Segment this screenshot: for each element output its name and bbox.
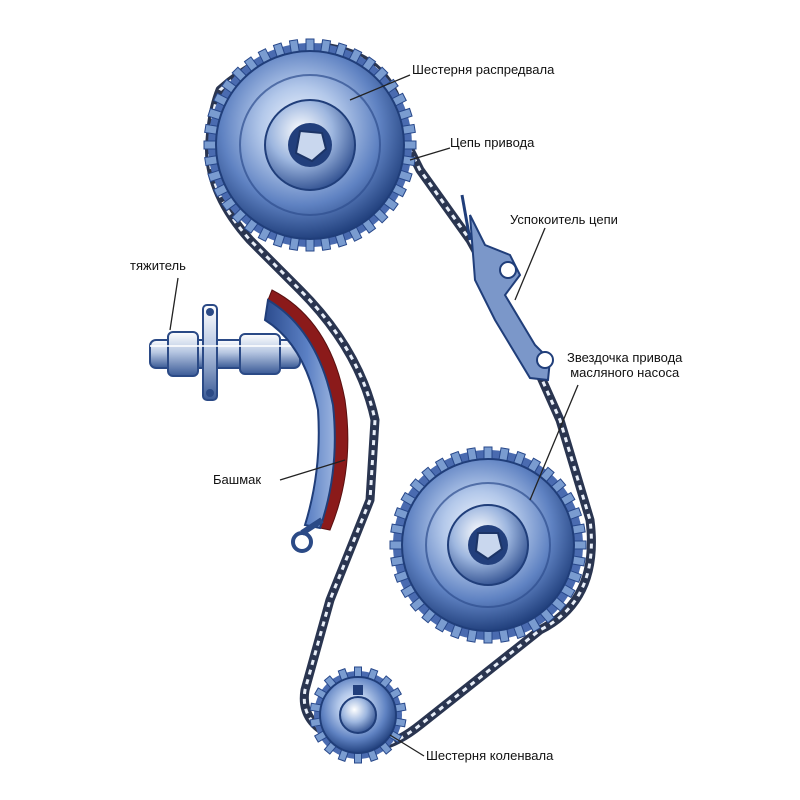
tensioner-shoe — [263, 289, 349, 553]
label-shoe: Башмак — [213, 472, 262, 487]
leader-lines — [169, 74, 579, 757]
crankshaft-gear — [309, 666, 407, 764]
camshaft-gear — [203, 38, 417, 252]
label-drive-chain: Цепь привода — [450, 135, 535, 150]
label-tensioner: тяжитель — [130, 258, 186, 273]
leader-oil-pump — [529, 384, 579, 501]
leader-shoe — [279, 459, 346, 481]
leader-crankshaft — [389, 734, 425, 757]
leader-tensioner — [169, 277, 179, 331]
leader-chain — [409, 147, 451, 161]
label-oil-pump-sprocket: Звездочка привода масляного насоса — [567, 350, 682, 380]
oil-pump-sprocket — [389, 446, 587, 644]
chain-tensioner — [149, 304, 301, 401]
leader-camshaft — [349, 74, 411, 101]
leader-damper — [514, 227, 546, 301]
label-chain-damper: Успокоитель цепи — [510, 212, 618, 227]
label-oil-pump-line1: Звездочка привода — [567, 350, 683, 365]
label-camshaft-gear: Шестерня распредвала — [412, 62, 555, 77]
label-crankshaft-gear: Шестерня коленвала — [426, 748, 554, 763]
label-oil-pump-line2: масляного насоса — [570, 365, 680, 380]
chain-damper — [460, 194, 554, 382]
